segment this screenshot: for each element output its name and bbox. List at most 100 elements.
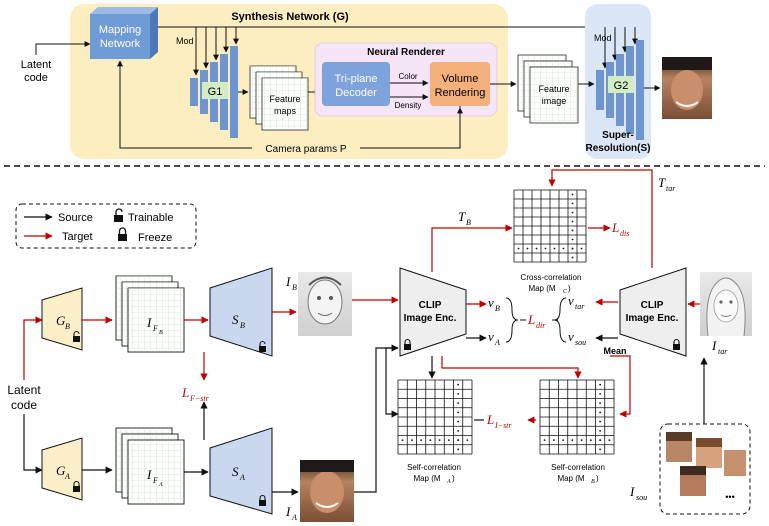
grid-dot <box>599 392 602 395</box>
vsou-main: v <box>568 329 574 344</box>
grid-dot <box>589 439 592 442</box>
grid-dot <box>457 420 460 423</box>
ia-main: I <box>285 504 291 519</box>
grid-dot <box>457 392 460 395</box>
clip-left-label-1: CLIP <box>419 300 442 311</box>
volume-label-2: Rendering <box>435 87 486 99</box>
grid-dot <box>543 439 546 442</box>
grid-dot <box>535 247 538 250</box>
gb-unlock-icon <box>73 330 80 342</box>
color-label: Color <box>398 72 417 81</box>
selfB-close: ) <box>596 474 599 483</box>
clip-left-label-2: Image Enc. <box>404 313 457 324</box>
unlock-icon <box>114 208 123 222</box>
cross-correlation-map <box>513 189 587 263</box>
grid-dot <box>571 193 574 196</box>
clip-left-lock-icon <box>404 338 411 350</box>
grid-dot <box>571 211 574 214</box>
legend-trainable: Trainable <box>128 212 173 224</box>
ifb-subsub: B <box>159 330 163 336</box>
grid-dot <box>599 429 602 432</box>
grid-dot <box>517 247 520 250</box>
sb-sub: B <box>240 321 245 330</box>
selfA-label-2: Map (M <box>413 474 440 483</box>
ifa-subsub: A <box>158 482 163 488</box>
ldir-main: L <box>527 312 535 327</box>
legend-freeze: Freeze <box>138 232 172 244</box>
ldis-sub: dis <box>620 229 629 238</box>
mean-label: Mean <box>603 346 626 356</box>
legend-target: Target <box>62 231 93 243</box>
neural-renderer-panel: Neural Renderer Tri-plane Decoder Color … <box>314 42 498 117</box>
synthesis-network-title: Synthesis Network (G) <box>231 11 349 23</box>
grid-dot <box>420 439 423 442</box>
grid-dot <box>457 429 460 432</box>
ldis-main: L <box>611 220 619 235</box>
selfA-sub: A <box>446 479 451 485</box>
lIstr-main: L <box>486 412 494 427</box>
super-res-label-1: Super- <box>602 130 634 141</box>
ib-sub: B <box>292 283 297 292</box>
grid-dot <box>599 448 602 451</box>
triplane-decoder-box <box>322 62 390 106</box>
ifa-sub: F <box>152 476 158 485</box>
self-correlation-map-b <box>539 379 615 455</box>
itar-sub: tar <box>718 347 728 356</box>
cross-label-1: Cross-correlation <box>521 273 582 282</box>
volume-label-1: Volume <box>442 73 479 85</box>
legend: Source Target Trainable Freeze <box>15 203 197 249</box>
grid-dot <box>457 439 460 442</box>
ia-sub: A <box>291 513 297 522</box>
grid-dot <box>608 439 611 442</box>
grid-dot <box>457 402 460 405</box>
ldir-sub: dir <box>536 321 546 330</box>
clip-right-label-1: CLIP <box>641 300 664 311</box>
feature-image-label-1: Feature <box>538 84 569 94</box>
grid-dot <box>410 439 413 442</box>
synthesis-network-panel: Synthesis Network (G) Latent code Mappin… <box>21 4 635 159</box>
va-sub: A <box>494 338 500 347</box>
ifa-main: I <box>146 467 152 482</box>
grid-dot <box>457 383 460 386</box>
isou-main: I <box>629 484 635 499</box>
isou-sub: sou <box>636 493 647 502</box>
selfB-label-1: Self-correlation <box>551 463 605 472</box>
selfB-sub: B <box>591 479 595 485</box>
lfstr-sub: F−str <box>189 394 210 403</box>
generator-a: G A <box>41 437 83 501</box>
feature-stack-b: I F B <box>115 275 185 353</box>
legend-source: Source <box>58 212 93 224</box>
sa-lock-icon <box>259 494 266 506</box>
image-a-face <box>300 460 354 522</box>
grid-dot <box>447 439 450 442</box>
lIstr-sub: I−str <box>494 421 512 430</box>
clip-encoder-left: CLIP Image Enc. <box>399 267 467 357</box>
volume-rendering-box <box>430 62 490 106</box>
grid-dot <box>457 411 460 414</box>
grid-dot <box>457 448 460 451</box>
image-b-sketch <box>298 272 352 336</box>
grid-dot <box>580 247 583 250</box>
mod-label-right: Mod <box>594 33 612 43</box>
grid-dot <box>562 439 565 442</box>
clip-right-lock-icon <box>673 338 680 350</box>
ib-main: I <box>285 274 291 289</box>
super-resolution-panel: Mod G2 Super- Resolution(S) <box>585 4 651 159</box>
ifb-sub: F <box>152 324 158 333</box>
tb-main: T <box>458 209 466 224</box>
ifb-main: I <box>146 315 152 330</box>
grid-dot <box>571 220 574 223</box>
grid-dot <box>571 247 574 250</box>
target-sketch-image <box>700 272 752 337</box>
grid-dot <box>599 411 602 414</box>
grid-dot <box>544 247 547 250</box>
selfA-close: ) <box>452 474 455 483</box>
mapping-label-2: Network <box>100 38 141 50</box>
cross-sub: C <box>563 289 568 295</box>
grid-dot <box>466 439 469 442</box>
ttar-sub: tar <box>666 184 676 193</box>
sb-unlock-icon <box>259 340 266 352</box>
feature-image-stack: Feature image <box>517 54 579 124</box>
lfstr-main: L <box>181 385 189 400</box>
ga-lock-icon <box>73 480 80 492</box>
